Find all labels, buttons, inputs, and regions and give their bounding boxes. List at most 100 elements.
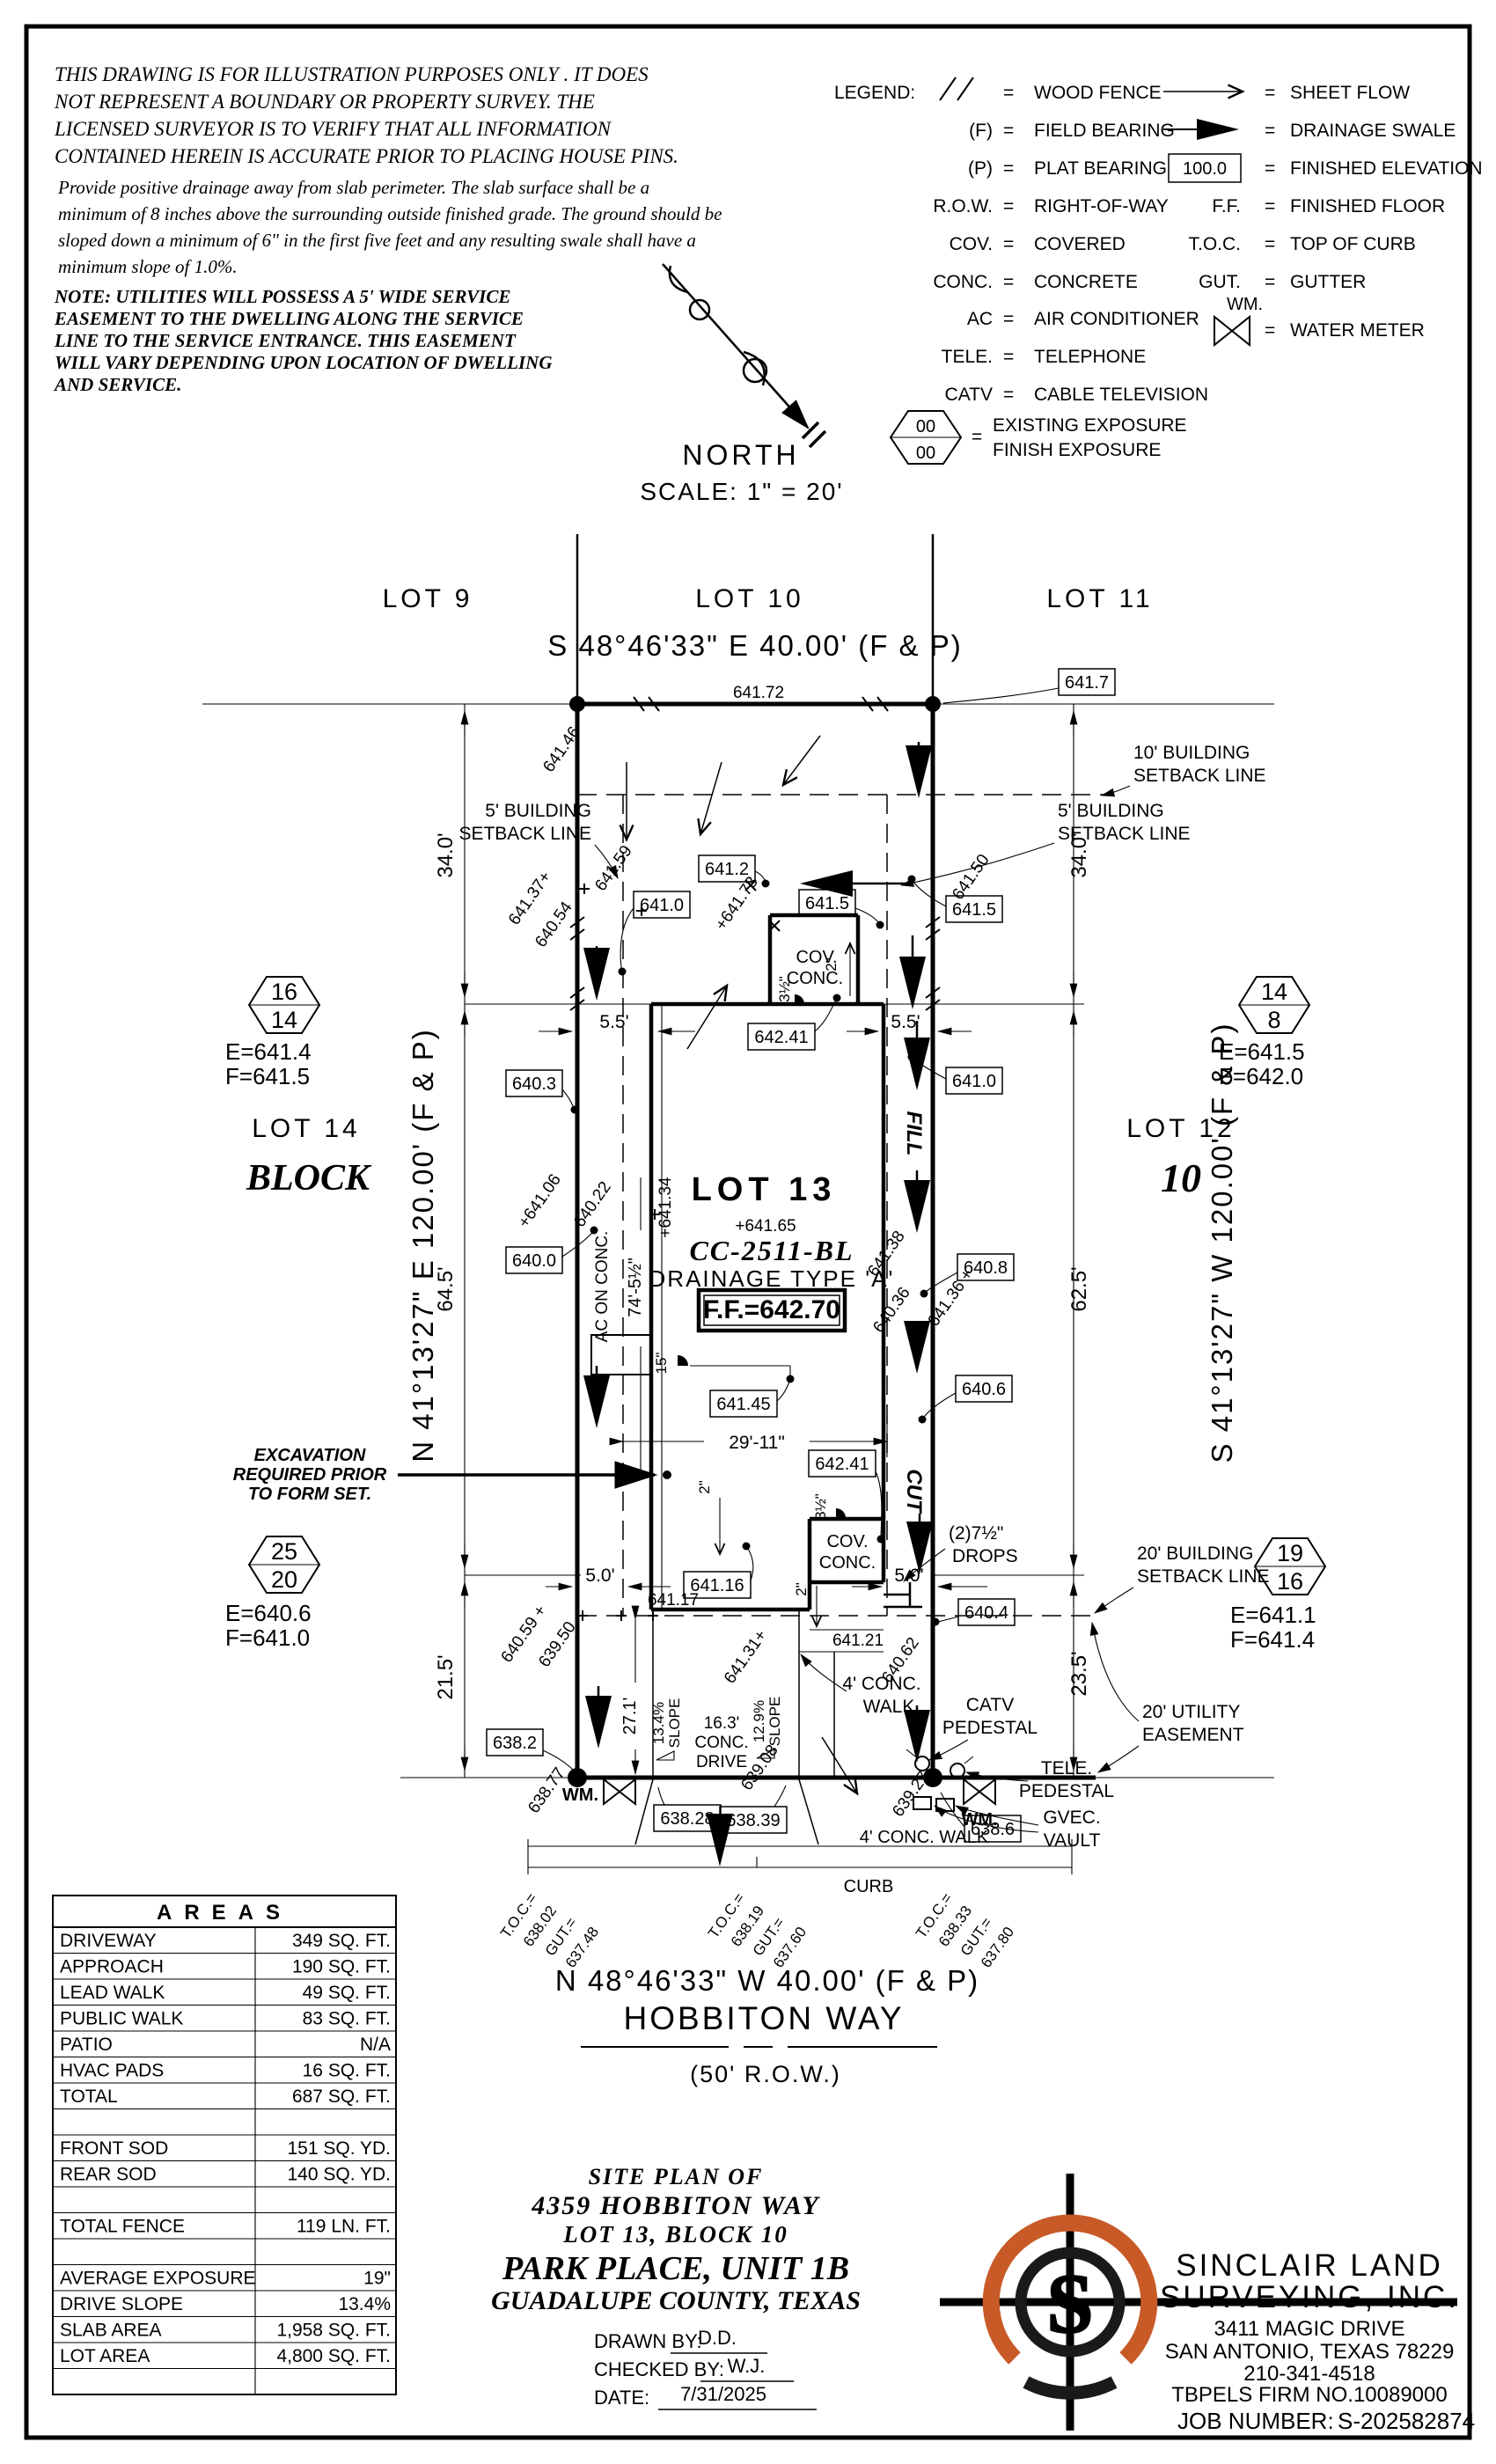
utility-note-line: AND SERVICE. [53, 374, 181, 395]
cov-conc-label: COV. [826, 1532, 868, 1551]
svg-text:F=642.0: F=642.0 [1219, 1063, 1303, 1089]
bearing-bottom: N 48°46'33" W 40.00' (F & P) [555, 1964, 979, 1997]
setback-label-5ft-left: 5' BUILDING SETBACK LINE [458, 801, 619, 879]
block-number: 10 [1161, 1155, 1201, 1200]
dim-label: 62.5' [1067, 1266, 1091, 1311]
svg-text:TELE.: TELE. [1041, 1758, 1092, 1778]
legend-label: COVERED [1034, 234, 1126, 254]
boxed-elevation: 640.6 [918, 1375, 1013, 1424]
svg-text:EXCAVATION: EXCAVATION [254, 1446, 366, 1465]
svg-text:TO FORM SET.: TO FORM SET. [248, 1485, 371, 1504]
lot10-label: LOT 10 [695, 584, 804, 613]
drainage-note-line: Provide positive drainage away from slab… [57, 177, 649, 198]
svg-text:641.16: 641.16 [690, 1576, 744, 1595]
legend: LEGEND: = WOOD FENCE (F) = FIELD BEARING… [834, 77, 1483, 465]
table-row-label: PATIO [60, 2035, 113, 2055]
legend-eq: = [1265, 83, 1275, 103]
boxed-elevation: 640.4 [931, 1598, 1016, 1626]
svg-text:640.8: 640.8 [964, 1258, 1008, 1278]
setback-label-10ft: 10' BUILDING SETBACK LINE [1100, 743, 1266, 797]
job-number-value: S-202582874 [1338, 2408, 1475, 2434]
boxed-elevation: 638.2 [486, 1728, 574, 1771]
legend-label: WOOD FENCE [1034, 83, 1162, 103]
legend-sym: (F) [969, 121, 993, 141]
legend-sym: T.O.C. [1188, 234, 1241, 254]
cov-conc-label: COV. [796, 948, 837, 967]
svg-text:PEDESTAL: PEDESTAL [1019, 1781, 1114, 1801]
svg-text:SETBACK LINE: SETBACK LINE [1137, 1566, 1270, 1587]
svg-text:641.7: 641.7 [1065, 673, 1109, 693]
svg-text:WALK: WALK [863, 1697, 915, 1717]
boxed-elevation: 641.0 [618, 891, 691, 976]
tele-pedestal-icon [950, 1756, 974, 1778]
svg-text:641.59: 641.59 [591, 842, 636, 895]
utility-note-line: LINE TO THE SERVICE ENTRANCE. THIS EASEM… [54, 330, 517, 351]
dim-label: 34.0' [434, 832, 458, 877]
svg-text:19: 19 [1277, 1540, 1303, 1566]
lot-boundary [202, 696, 1274, 1787]
table-row-label: LOT AREA [60, 2346, 150, 2366]
legend-sym: CATV [945, 385, 993, 405]
svg-text:WM.: WM. [562, 1786, 598, 1805]
company-firm: TBPELS FIRM NO.10089000 [1171, 2383, 1447, 2407]
block-label: BLOCK [246, 1158, 372, 1199]
svg-text:00: 00 [916, 444, 935, 463]
boxed-elevation: 640.0 [505, 1226, 598, 1274]
svg-text:REQUIRED PRIOR: REQUIRED PRIOR [233, 1465, 387, 1485]
company-phone: 210-341-4518 [1243, 2362, 1375, 2386]
street-name: HOBBITON WAY [623, 2000, 904, 2036]
slope-label: 13.4% SLOPE [650, 1698, 683, 1761]
ac-pad [590, 1334, 652, 1375]
finished-elevation-icon: 100.0 [1168, 153, 1242, 183]
water-meter-left: WM. [562, 1777, 636, 1807]
disclaimer-line: LICENSED SURVEYOR IS TO VERIFY THAT ALL … [54, 118, 612, 140]
table-row-value: 13.4% [338, 2294, 391, 2314]
table-row-value: 19" [363, 2269, 391, 2289]
curb-label: CURB [844, 1877, 894, 1896]
table-row-value: 119 LN. FT. [297, 2217, 391, 2237]
gvec-vault-label: GVEC. VAULT [934, 1805, 1101, 1851]
table-row-value: 49 SQ. FT. [303, 1983, 391, 2003]
svg-text:4' CONC.: 4' CONC. [842, 1674, 920, 1694]
legend-sym: CONC. [933, 272, 993, 292]
walk-label-house: 4' CONC. WALK [800, 1654, 921, 1717]
svg-text:16: 16 [1277, 1568, 1303, 1595]
legend-title: LEGEND: [834, 83, 915, 103]
drive-label: 16.3' [704, 1714, 740, 1733]
table-row-label: DRIVEWAY [60, 1931, 157, 1951]
spot-elevation: +641.65 [735, 1217, 796, 1236]
cut-label: CUT [902, 1469, 926, 1514]
svg-text:8: 8 [1267, 1007, 1280, 1033]
title-line: GUADALUPE COUNTY, TEXAS [491, 2286, 861, 2315]
sheet-flow-arrows [619, 735, 859, 1796]
legend-sym: TELE. [942, 347, 993, 367]
company-logo: S [940, 2174, 1457, 2431]
svg-text:SETBACK LINE: SETBACK LINE [1058, 824, 1191, 844]
svg-text:14: 14 [1261, 979, 1287, 1005]
slope-label: 12.9% SLOPE [751, 1697, 783, 1759]
drainage-note-line: minimum of 8 inches above the surroundin… [58, 203, 722, 224]
svg-text:20' UTILITY: 20' UTILITY [1142, 1702, 1240, 1722]
legend-label: FIELD BEARING [1034, 121, 1175, 141]
svg-text:20: 20 [271, 1566, 297, 1593]
boxed-elevation: 641.7 [942, 668, 1116, 704]
table-row-value: 4,800 SQ. FT. [276, 2346, 391, 2366]
svg-text:+641.06: +641.06 [515, 1170, 565, 1231]
legend-eq: = [1003, 272, 1014, 292]
legend-eq: = [1265, 121, 1275, 141]
drainage-note: Provide positive drainage away from slab… [57, 177, 722, 277]
svg-text:F=641.4: F=641.4 [1230, 1626, 1315, 1653]
boxed-elevation: 640.3 [505, 1069, 579, 1114]
scale-label: SCALE: 1" = 20' [640, 478, 843, 505]
boxed-elevation: 641.5 [798, 889, 884, 929]
svg-text:F.F.=642.70: F.F.=642.70 [703, 1295, 840, 1324]
setback-label-20ft: 20' BUILDING SETBACK LINE [1094, 1544, 1270, 1614]
disclaimer-note: THIS DRAWING IS FOR ILLUSTRATION PURPOSE… [54, 63, 678, 167]
table-row-value: 349 SQ. FT. [292, 1931, 391, 1951]
svg-text:641.45: 641.45 [716, 1395, 770, 1414]
dimension-lines [460, 704, 1084, 1778]
boxed-elevation: 642.41 [808, 1449, 885, 1544]
svg-text:641.2: 641.2 [705, 860, 749, 879]
svg-text:SLOPE: SLOPE [666, 1698, 683, 1749]
